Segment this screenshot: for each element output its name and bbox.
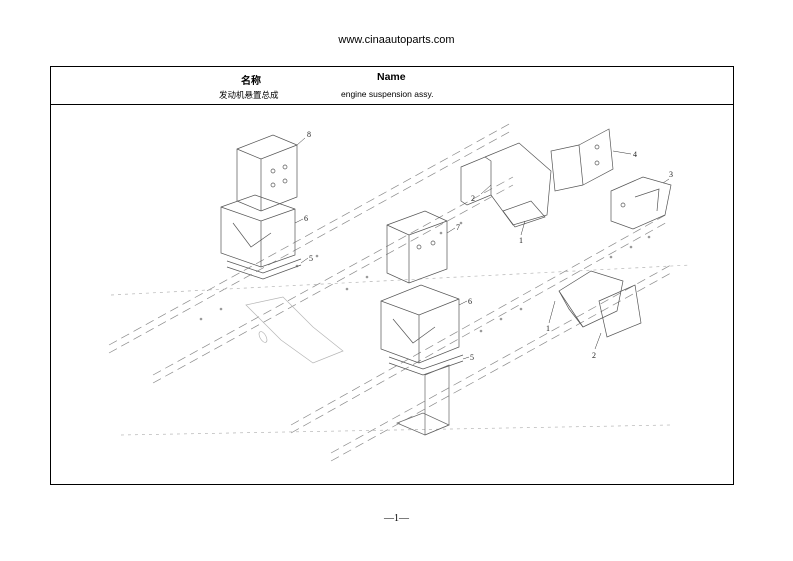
front-bracket-upper xyxy=(460,142,552,228)
part-name-en: engine suspension assy. xyxy=(341,89,434,99)
callout-labels: 8 6 5 7 6 5 2 1 4 3 1 2 xyxy=(304,130,673,362)
front-bracket-lower xyxy=(558,270,642,338)
center-bracket xyxy=(386,210,448,284)
exploded-diagram: 8 6 5 7 6 5 2 1 4 3 1 2 xyxy=(108,122,692,462)
cross-member xyxy=(110,264,692,436)
bracket-3 xyxy=(610,176,672,230)
bracket-4 xyxy=(550,128,614,192)
page-number: —1— xyxy=(384,513,409,524)
part-name-cn: 发动机悬置总成 xyxy=(219,91,279,101)
callout-5-left: 5 xyxy=(309,254,313,263)
lower-plate-center xyxy=(388,354,464,376)
callout-5-center: 5 xyxy=(470,353,474,362)
leader-lines xyxy=(294,137,670,360)
callout-8: 8 xyxy=(307,130,311,139)
callout-4: 4 xyxy=(633,150,637,159)
callout-3: 3 xyxy=(669,170,673,179)
rear-bracket-left xyxy=(236,134,298,212)
lower-plate-left xyxy=(226,258,302,280)
parts-sheet-frame: 名称 Name 发动机悬置总成 engine suspension assy. xyxy=(50,66,734,485)
frame-rail-right xyxy=(290,212,672,462)
callout-2-upper: 2 xyxy=(471,194,475,203)
site-url: www.cinaautoparts.com xyxy=(338,34,455,46)
callout-6-center: 6 xyxy=(468,297,472,306)
name-label-en: Name xyxy=(377,71,406,83)
cushion-left xyxy=(220,194,296,268)
rail-holes xyxy=(199,221,651,333)
frame-rail-left xyxy=(108,122,514,384)
callout-7: 7 xyxy=(456,223,460,232)
name-label-cn: 名称 xyxy=(241,76,261,87)
cushion-center xyxy=(380,284,460,364)
callout-1-lower: 1 xyxy=(546,324,550,333)
title-row: 名称 Name 发动机悬置总成 engine suspension assy. xyxy=(51,67,733,105)
callout-6-left: 6 xyxy=(304,214,308,223)
callout-2-lower: 2 xyxy=(592,351,596,360)
support-post xyxy=(396,364,450,436)
callout-1-upper: 1 xyxy=(519,236,523,245)
